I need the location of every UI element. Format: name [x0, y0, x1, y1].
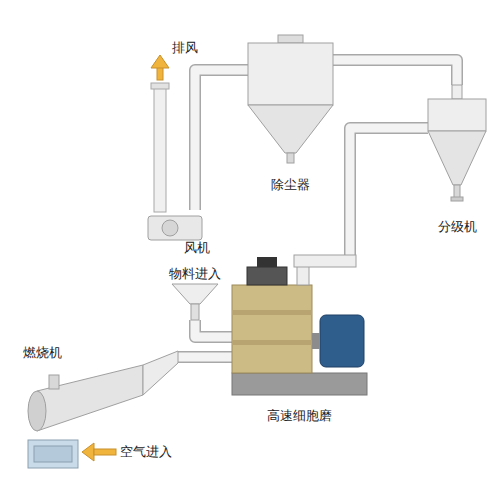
equipment-label: 高速细胞磨	[267, 408, 332, 424]
pipe-connector	[333, 60, 457, 85]
air-arrow-shaft	[94, 449, 116, 455]
pipe-body	[195, 70, 248, 210]
equipment-node: 除尘器	[248, 35, 333, 195]
pipe-body	[178, 352, 232, 361]
pipe-connector	[195, 320, 232, 337]
exhaust-stack	[154, 88, 166, 212]
equipment-label: 风机	[184, 240, 210, 256]
mill-band	[232, 310, 312, 315]
equipment-node: 高速细胞磨	[232, 255, 367, 430]
equipment-node: 分级机	[428, 85, 486, 235]
fan-housing	[148, 216, 202, 240]
pipe-body	[333, 60, 457, 85]
classifier-outlet	[452, 85, 462, 99]
pipe-body	[350, 128, 428, 255]
mill-elbow	[294, 255, 356, 267]
equipment-outline	[232, 255, 367, 430]
equipment-label: 物料进入	[169, 266, 221, 282]
mill-base	[232, 373, 367, 395]
burner-nozzle	[49, 375, 59, 389]
filter-housing	[248, 43, 333, 105]
filter-outlet	[287, 153, 294, 163]
stack-cap	[151, 83, 169, 89]
pipe-outline	[195, 70, 248, 210]
equipment-label: 分级机	[438, 219, 477, 235]
feed-hopper	[172, 284, 218, 304]
air-arrow-head	[82, 443, 94, 461]
blower-panel	[34, 446, 72, 462]
classifier-flange	[451, 197, 463, 201]
equipment-outline	[428, 85, 486, 235]
blower-box	[28, 440, 78, 468]
pipe-outline	[333, 60, 457, 85]
motor-coupling	[312, 333, 320, 349]
burner-cone	[143, 351, 178, 395]
filter-top	[278, 35, 303, 43]
flow-label: 空气进入	[120, 444, 172, 460]
pipe-outline	[178, 351, 232, 363]
filter-cone	[248, 105, 333, 153]
mill-top	[257, 257, 277, 267]
pipe-connector	[350, 128, 428, 255]
mill-band	[232, 340, 312, 345]
mill-riser	[297, 265, 309, 285]
equipment-label: 除尘器	[271, 177, 310, 193]
equipment-label: 燃烧机	[23, 345, 62, 361]
feed-tube	[191, 304, 199, 320]
burner-drum	[37, 365, 143, 431]
mill-cap	[247, 267, 287, 285]
pipe-body	[195, 320, 232, 337]
exhaust-arrow-head	[151, 55, 169, 68]
fan-wheel	[162, 220, 178, 236]
mill-body	[232, 285, 312, 373]
equipment-node: 物料进入	[162, 266, 228, 320]
mill-motor	[320, 315, 364, 367]
pipe-connector	[178, 356, 232, 357]
pipe-connector	[195, 70, 248, 210]
equipment-outline	[248, 35, 333, 195]
flow-label: 排风	[172, 40, 198, 56]
classifier-body	[428, 99, 486, 131]
classifier-cone	[428, 131, 486, 185]
pipe-outline	[195, 320, 232, 337]
burner-end	[28, 391, 46, 431]
equipment-node: 燃烧机	[15, 345, 178, 435]
equipment-node: 风机	[140, 210, 220, 258]
pipe-outline	[350, 128, 428, 255]
